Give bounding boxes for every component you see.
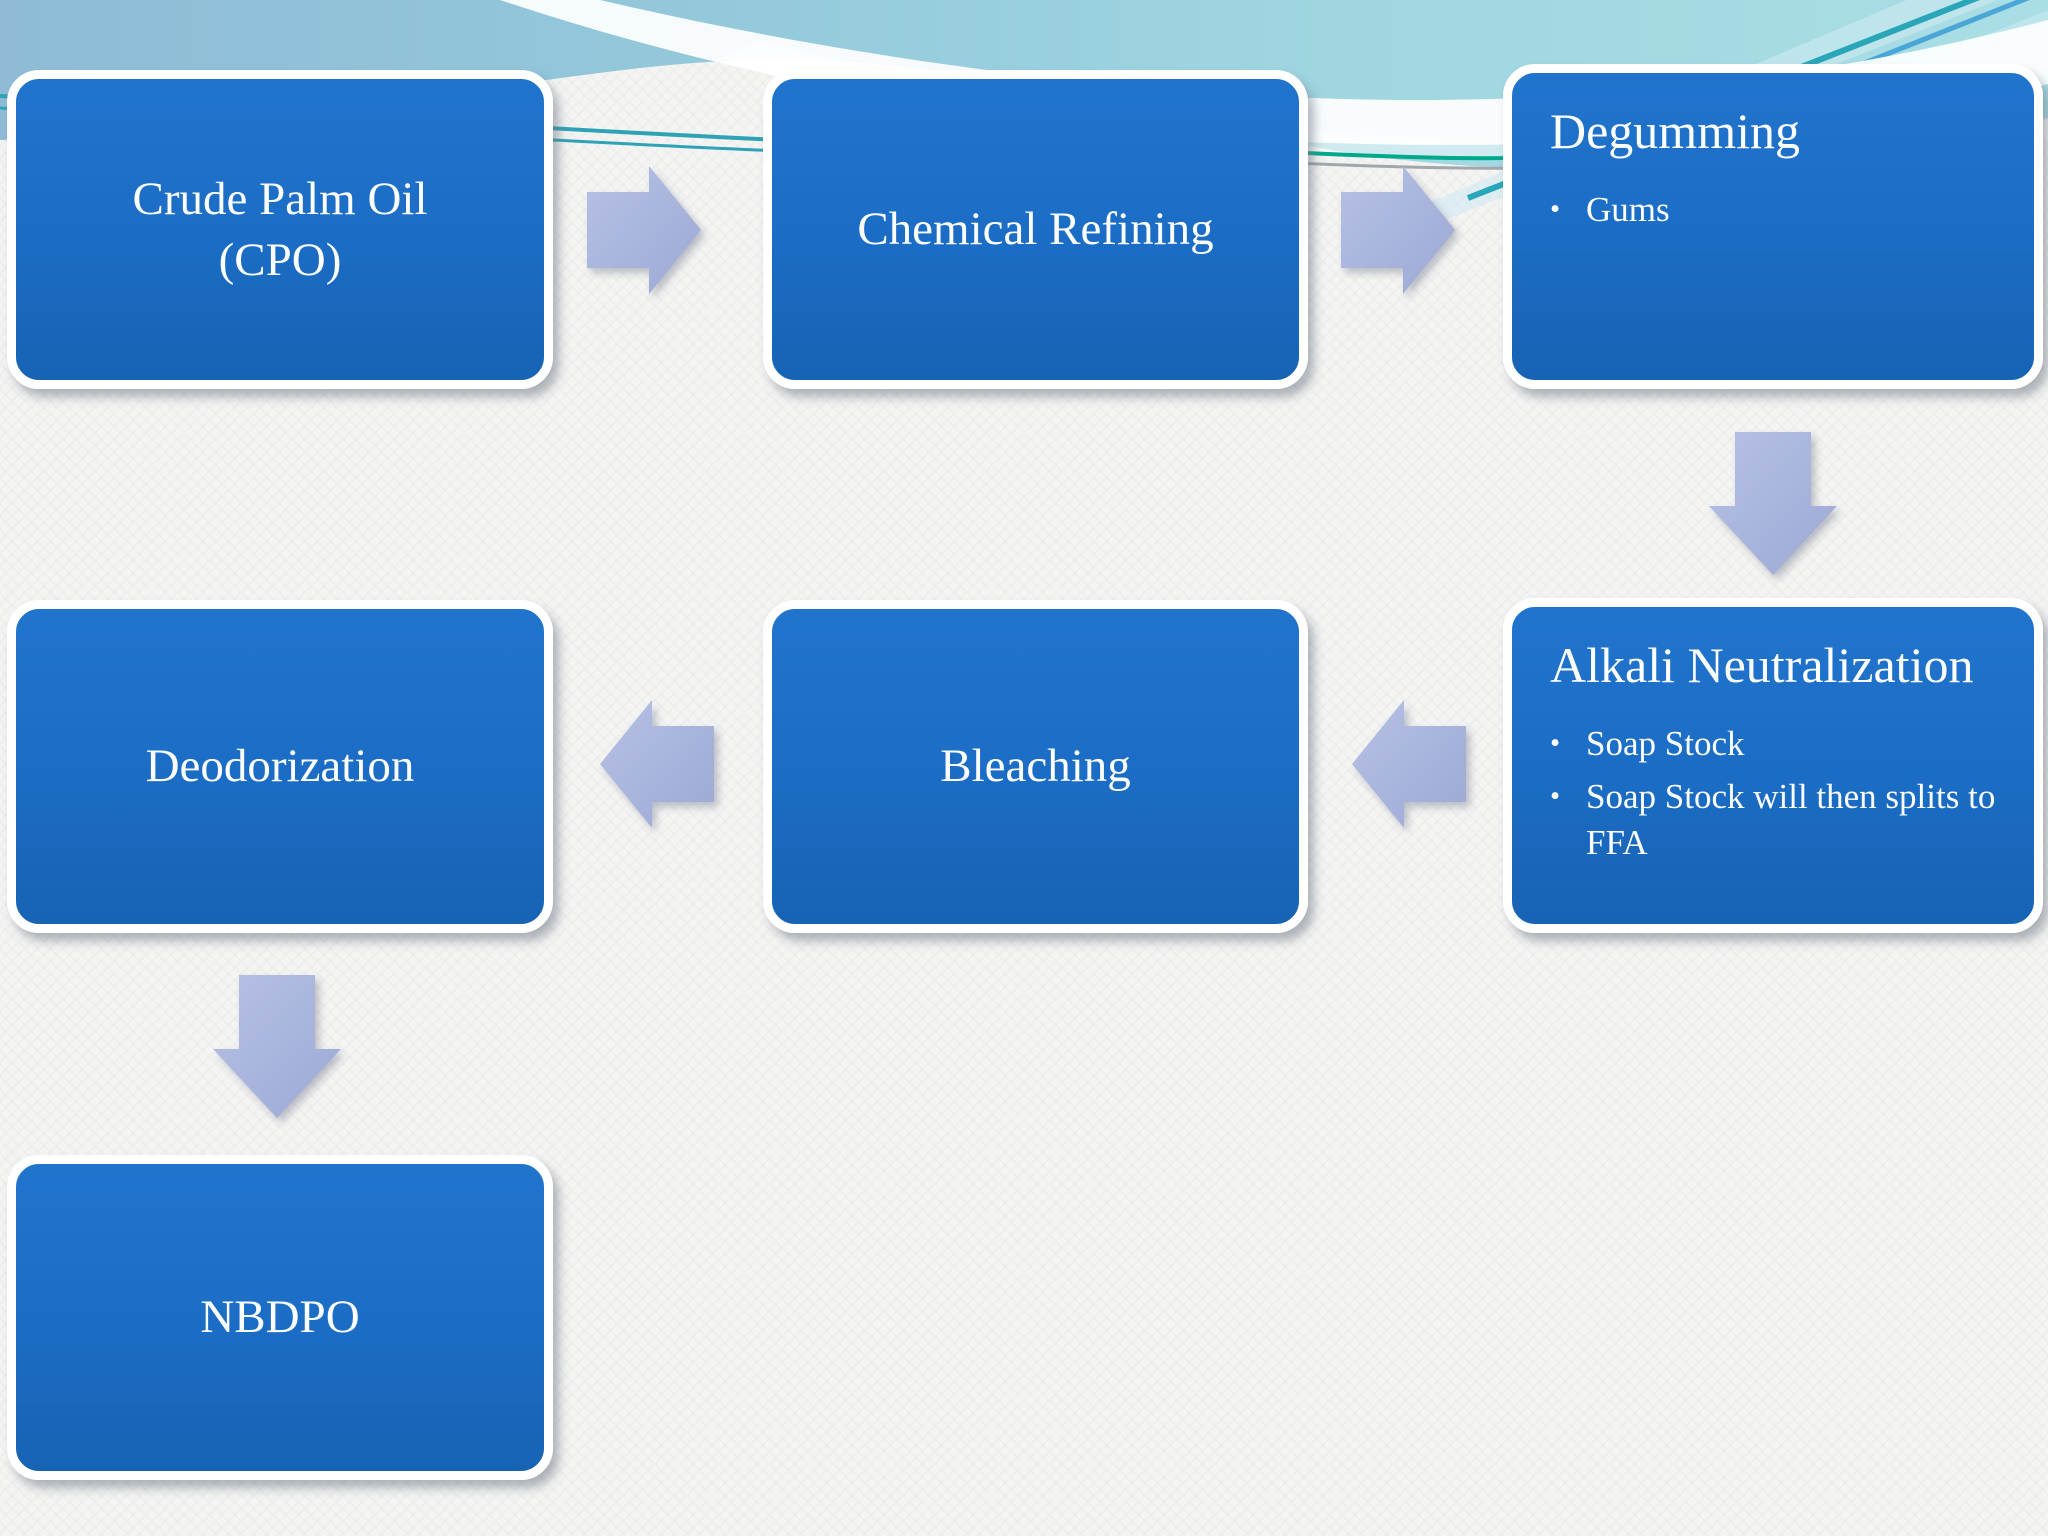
- bullet-item: • Soap Stock: [1550, 721, 2008, 767]
- bullet-text: Gums: [1586, 189, 1670, 229]
- bullet-text: Soap Stock: [1586, 723, 1745, 763]
- left-arrow-icon: [600, 700, 714, 828]
- degumming-to-alkali-neutralization-arrow[interactable]: [1709, 432, 1837, 575]
- chemical-refining-to-degumming-arrow[interactable]: [1341, 166, 1455, 294]
- bullet-item: • Soap Stock will then splits to FFA: [1550, 774, 2008, 865]
- bullet-marker: •: [1550, 780, 1561, 812]
- down-arrow-icon: [1709, 432, 1837, 575]
- node-title: Degumming: [1550, 103, 1800, 159]
- right-arrow-icon: [587, 166, 701, 294]
- node-deodorization[interactable]: Deodorization: [7, 600, 553, 933]
- bullet-marker: •: [1550, 192, 1561, 225]
- bullet-text: Soap Stock will then splits to FFA: [1586, 777, 1996, 862]
- right-arrow-icon: [1341, 166, 1455, 294]
- crude-palm-oil-to-chemical-refining-arrow[interactable]: [587, 166, 701, 294]
- node-label: Bleaching: [940, 740, 1131, 793]
- node-title: Alkali Neutralization: [1550, 637, 1974, 693]
- node-degumming[interactable]: Degumming • Gums: [1503, 64, 2043, 389]
- node-label: Crude Palm Oil (CPO): [132, 173, 428, 286]
- alkali-neutralization-to-bleaching-arrow[interactable]: [1352, 700, 1466, 828]
- left-arrow-icon: [1352, 700, 1466, 828]
- node-crude-palm-oil[interactable]: Crude Palm Oil (CPO): [7, 70, 553, 389]
- bleaching-to-deodorization-arrow[interactable]: [600, 700, 714, 828]
- node-label: NBDPO: [200, 1291, 360, 1344]
- bullet-marker: •: [1550, 726, 1561, 759]
- node-label: Chemical Refining: [857, 203, 1214, 256]
- deodorization-to-nbdpo-arrow[interactable]: [213, 975, 341, 1118]
- node-alkali-neutralization[interactable]: Alkali Neutralization • Soap Stock • Soa…: [1503, 598, 2043, 933]
- node-nbdpo[interactable]: NBDPO: [7, 1155, 553, 1480]
- node-label: Deodorization: [145, 740, 415, 793]
- node-chemical-refining[interactable]: Chemical Refining: [763, 70, 1308, 389]
- node-bleaching[interactable]: Bleaching: [763, 600, 1308, 933]
- bullet-item: • Gums: [1550, 187, 2008, 233]
- down-arrow-icon: [213, 975, 341, 1118]
